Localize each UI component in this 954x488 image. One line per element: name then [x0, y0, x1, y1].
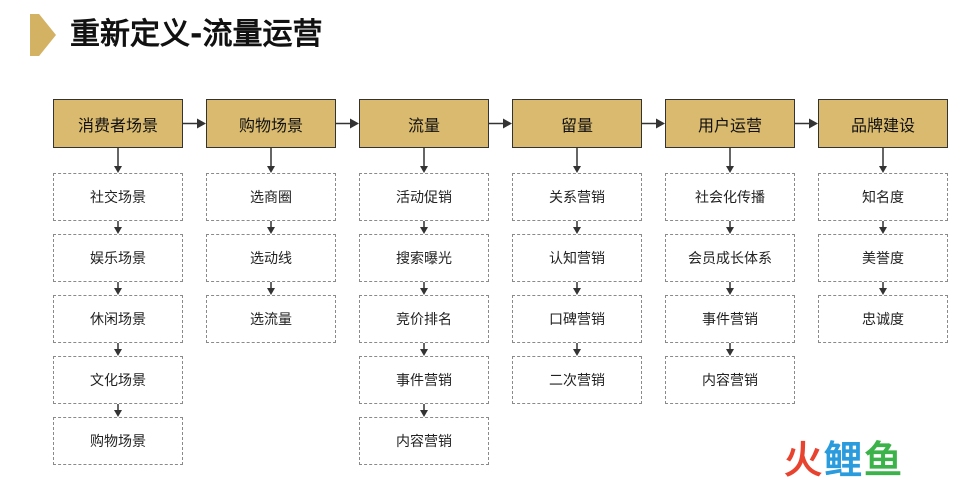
item-box: 忠诚度 — [818, 295, 948, 343]
down-arrow-icon — [726, 288, 734, 295]
item-box: 口碑营销 — [512, 295, 642, 343]
item-box: 二次营销 — [512, 356, 642, 404]
item-box: 关系营销 — [512, 173, 642, 221]
item-box: 社交场景 — [53, 173, 183, 221]
logo-char-2: 鲤 — [824, 438, 865, 482]
column-header: 购物场景 — [206, 99, 336, 148]
right-arrow-icon — [197, 118, 206, 129]
down-arrow-icon — [726, 166, 734, 173]
down-arrow-icon — [114, 227, 122, 234]
item-box: 活动促销 — [359, 173, 489, 221]
column-header: 流量 — [359, 99, 489, 148]
item-box: 内容营销 — [359, 417, 489, 465]
down-arrow-icon — [726, 349, 734, 356]
down-arrow-icon — [420, 410, 428, 417]
item-box: 会员成长体系 — [665, 234, 795, 282]
down-arrow-icon — [267, 288, 275, 295]
down-arrow-icon — [267, 166, 275, 173]
down-arrow-icon — [573, 166, 581, 173]
down-arrow-icon — [879, 227, 887, 234]
item-box: 内容营销 — [665, 356, 795, 404]
right-arrow-icon — [503, 118, 512, 129]
down-arrow-icon — [114, 410, 122, 417]
item-box: 认知营销 — [512, 234, 642, 282]
item-box: 美誉度 — [818, 234, 948, 282]
item-box: 事件营销 — [665, 295, 795, 343]
down-arrow-icon — [573, 227, 581, 234]
page-title: 重新定义-流量运营 — [70, 17, 323, 52]
item-box: 文化场景 — [53, 356, 183, 404]
right-arrow-icon — [350, 118, 359, 129]
down-arrow-icon — [420, 227, 428, 234]
down-arrow-icon — [420, 166, 428, 173]
down-arrow-icon — [267, 227, 275, 234]
down-arrow-icon — [114, 288, 122, 295]
down-arrow-icon — [879, 288, 887, 295]
item-box: 娱乐场景 — [53, 234, 183, 282]
down-arrow-icon — [114, 166, 122, 173]
column-header: 品牌建设 — [818, 99, 948, 148]
item-box: 购物场景 — [53, 417, 183, 465]
down-arrow-icon — [726, 227, 734, 234]
down-arrow-icon — [420, 288, 428, 295]
item-box: 社会化传播 — [665, 173, 795, 221]
down-arrow-icon — [879, 166, 887, 173]
column-header: 用户运营 — [665, 99, 795, 148]
item-box: 知名度 — [818, 173, 948, 221]
right-arrow-icon — [656, 118, 665, 129]
watermark-logo: 火鲤鱼 — [784, 438, 904, 482]
down-arrow-icon — [420, 349, 428, 356]
item-box: 选流量 — [206, 295, 336, 343]
item-box: 搜索曝光 — [359, 234, 489, 282]
down-arrow-icon — [114, 349, 122, 356]
right-arrow-icon — [809, 118, 818, 129]
item-box: 选商圈 — [206, 173, 336, 221]
column-header: 消费者场景 — [53, 99, 183, 148]
item-box: 竞价排名 — [359, 295, 489, 343]
logo-char-1: 火 — [784, 438, 825, 482]
item-box: 选动线 — [206, 234, 336, 282]
down-arrow-icon — [573, 349, 581, 356]
item-box: 休闲场景 — [53, 295, 183, 343]
logo-char-3: 鱼 — [864, 438, 905, 482]
item-box: 事件营销 — [359, 356, 489, 404]
column-header: 留量 — [512, 99, 642, 148]
down-arrow-icon — [573, 288, 581, 295]
